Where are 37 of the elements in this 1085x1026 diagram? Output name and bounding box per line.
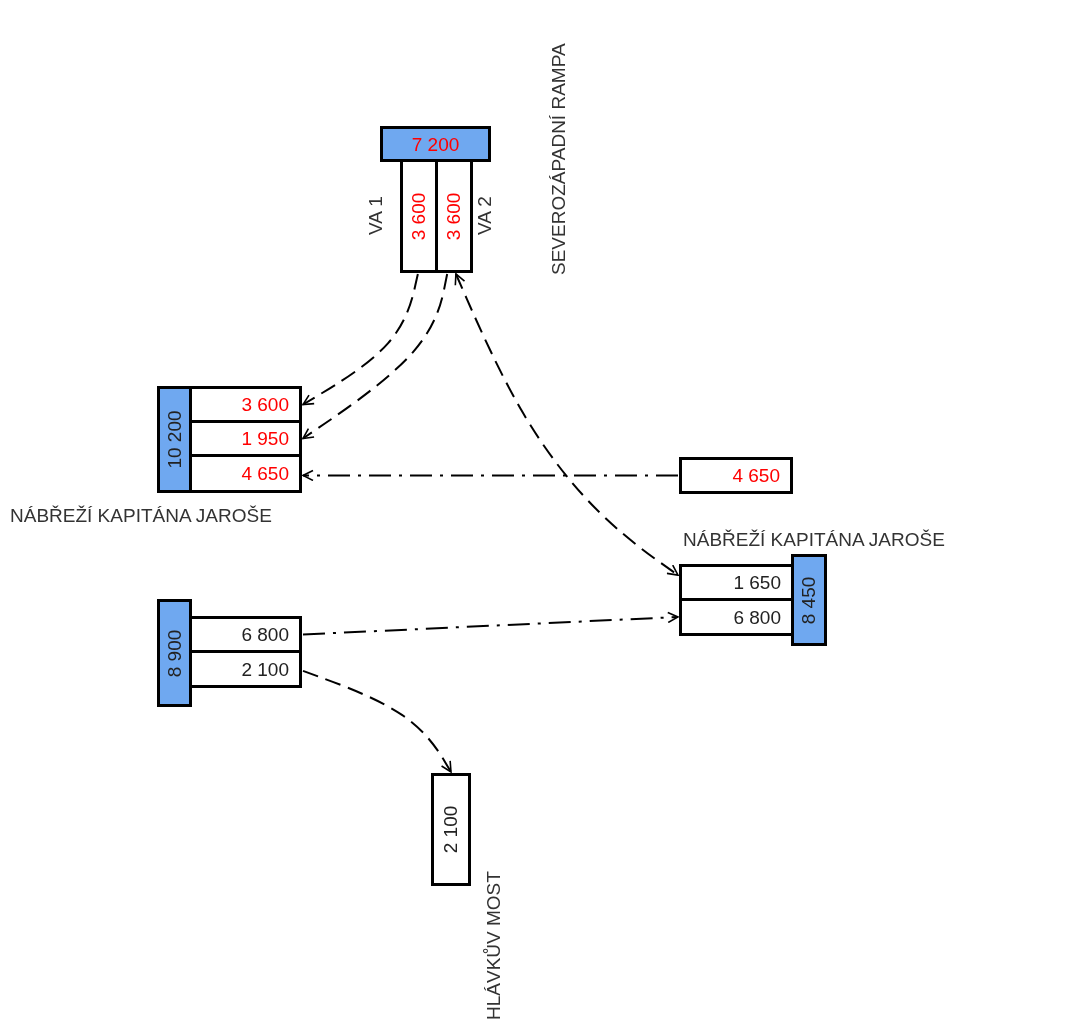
volume-value: 4 650 <box>241 464 289 483</box>
volume-value: 8 450 <box>799 576 819 624</box>
lane-volume-box <box>679 457 793 494</box>
volume-value: 7 200 <box>411 134 460 154</box>
total-volume-box <box>157 599 192 707</box>
volume-value: 3 600 <box>444 192 464 240</box>
lane-volume-box <box>431 773 471 886</box>
lane-volume-box <box>189 650 302 688</box>
volume-value: 2 100 <box>241 659 289 679</box>
volume-value: 1 650 <box>733 573 781 592</box>
street-label: SEVEROZÁPADNÍ RAMPA <box>549 43 568 275</box>
volume-value: 1 950 <box>241 429 289 448</box>
total-volume-box <box>791 554 827 646</box>
volume-value: 8 900 <box>165 629 184 677</box>
traffic-flow-arrow <box>454 273 679 577</box>
volume-value: 6 800 <box>241 625 289 644</box>
lane-volume-box <box>679 598 794 636</box>
lane-volume-box <box>189 454 302 493</box>
volume-value: 2 100 <box>441 805 461 854</box>
street-label: NÁBŘEŽÍ KAPITÁNA JAROŠE <box>10 506 272 525</box>
traffic-flow-arrow <box>302 273 449 440</box>
traffic-flow-arrow <box>302 611 679 636</box>
volume-value: 3 600 <box>409 192 429 240</box>
lane-volume-box <box>435 159 473 273</box>
volume-value: 3 600 <box>241 395 289 414</box>
traffic-flow-arrow <box>302 669 452 773</box>
total-volume-box <box>380 126 491 162</box>
street-label: HLÁVKŮV MOST <box>484 871 503 1020</box>
lane-volume-box <box>400 159 438 273</box>
street-label: NÁBŘEŽÍ KAPITÁNA JAROŠE <box>683 530 945 549</box>
lane-label: VA 1 <box>366 196 385 235</box>
traffic-flow-arrow <box>302 469 679 482</box>
volume-value: 4 650 <box>732 466 780 485</box>
traffic-flow-arrow <box>302 273 419 406</box>
volume-value: 6 800 <box>733 607 781 627</box>
lane-label: VA 2 <box>475 196 494 235</box>
volume-value: 10 200 <box>165 410 184 469</box>
